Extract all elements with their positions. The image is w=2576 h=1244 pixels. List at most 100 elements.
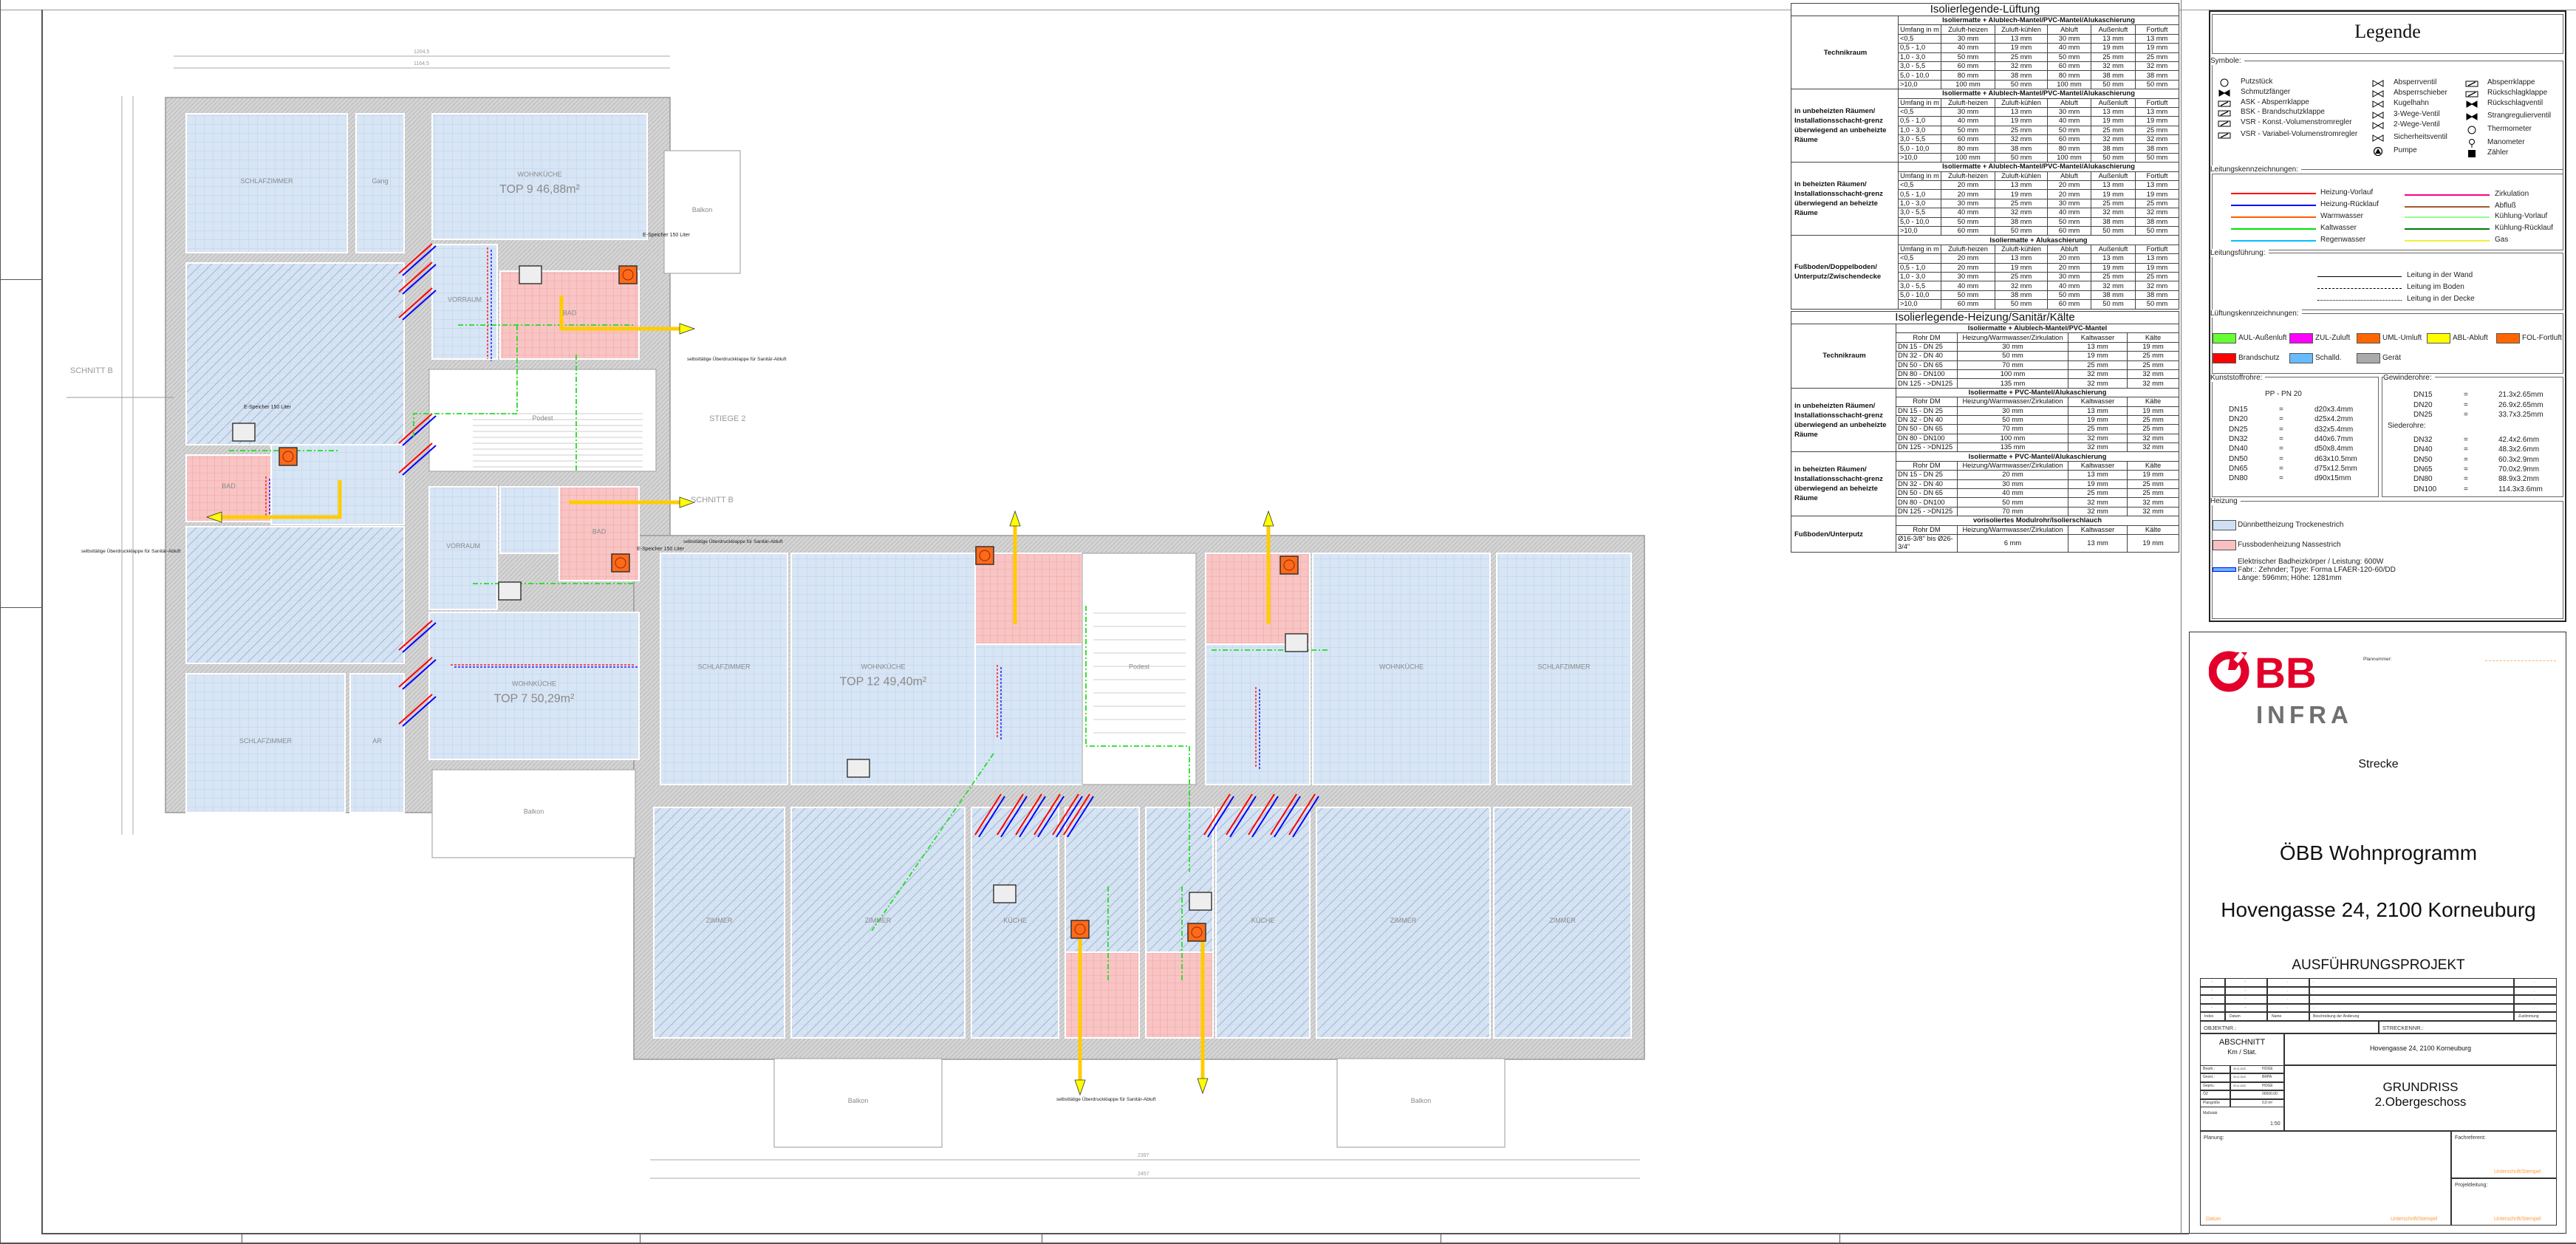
room [1312,553,1491,785]
room [431,113,648,240]
revision-cell [2514,978,2557,987]
table-cell: 5,0 - 10,0 [1898,143,1941,154]
room-label: WOHNKÜCHE [518,171,562,178]
table-cell: 80 mm [1941,70,1995,81]
table-cell: DN 80 - DN100 [1896,497,1958,507]
table-cell: Ø16-3/8" bis Ø26-3/4" [1896,533,1958,553]
table-cell: DN 15 - DN 25 [1896,406,1958,416]
revision-cell [2225,986,2267,996]
room-label: AR [372,737,382,745]
pipe-dimension-cell: d32x5.4mm [2314,425,2354,434]
revision-value: . [2534,1005,2535,1010]
sanitary-fixture-icon [993,884,1017,903]
revision-value: - [2211,980,2213,984]
pipe-dimension-cell: 114.3x3.6mm [2498,485,2543,493]
column-header: Außenluft [2091,244,2136,255]
plan-annotation: selbsttätige Überdruckklappe für Sanitär… [687,356,787,362]
plan-annotation: SCHNITT B [691,496,734,505]
e-speicher-boiler-icon [618,265,638,284]
ventilation-color-swatch [2289,353,2313,363]
table-cell: 100 mm [1957,369,2068,380]
column-header: Rohr DM [1896,397,1958,407]
ventilation-label: Brandschutz [2238,354,2280,362]
pipe-dimension-cell: DN50 [2413,455,2433,464]
column-header: Fortluft [2135,24,2179,35]
revision-cell [2267,986,2309,996]
table-cell: 32 mm [2068,433,2128,444]
revision-value: . [2313,980,2314,984]
table-cell: 32 mm [1995,208,2048,218]
room-label: TOP 9 46,88m² [499,183,580,196]
section-material: Isoliermatte + PVC-Mantel/Alukaschierung [1895,387,2180,398]
table-cell: 32 mm [2126,433,2180,444]
table-cell: 25 mm [1995,125,2048,136]
table-cell: >10,0 [1898,299,1941,310]
sanitary-fixture-icon [1285,633,1308,652]
pipe-dimension-cell: = [2279,415,2283,424]
strecken-nr-label: STRECKENNR.: [2382,1025,2424,1031]
plan-annotation: E-Speicher 150 Liter [643,233,690,238]
revision-value: . [2534,997,2535,1002]
room-label: BAD [222,482,236,490]
room-label: BAD [592,528,607,536]
exhaust-arrow-icon [1074,1079,1086,1096]
symbols-section [2212,61,2563,174]
table-cell: 20 mm [2047,253,2091,264]
threaded-pipes-caption: Gewinderohre: [2383,374,2435,382]
pipe-dimension-cell: DN32 [2229,434,2248,443]
table-cell: 32 mm [2068,506,2128,517]
pipe-dimension-cell: d25x4.2mm [2314,415,2354,424]
table-cell: 25 mm [2091,271,2136,282]
info-value: HOGE [2262,1083,2273,1088]
table-cell: 70 mm [1957,424,2068,434]
pipe-heating-supply [1052,793,1079,835]
table-cell: 25 mm [2126,479,2180,490]
gate-valve-icon [2372,90,2384,98]
section-area-label: in unbeheizten Räumen/ Installationsscha… [1791,89,1899,163]
address-small: Hovengasse 24, 2100 Korneuburg [2369,1045,2472,1052]
3way-valve-icon [2372,112,2384,119]
line-color-swatch [2231,193,2316,194]
table-cell: 25 mm [2135,198,2179,209]
table-cell: 19 mm [2126,406,2180,416]
pipe-heating-supply [1203,793,1231,835]
symbol-label: Rückschlagklappe [2487,89,2548,97]
table-cell: 50 mm [1995,225,2048,236]
revision-cell [2267,978,2309,987]
project-name: ÖBB Wohnprogramm [2279,841,2478,864]
column-header: Heizung/Warmwasser/Zirkulation [1957,524,2068,536]
line-color-swatch [2405,240,2490,242]
revision-header: Datum [2230,1014,2241,1019]
table-cell: 50 mm [1995,79,2048,90]
radiator-swatch [2213,567,2236,572]
ventilation-color-swatch [2496,333,2520,344]
table-cell: 20 mm [1957,470,2068,480]
lines-section [2212,169,2563,250]
pipe-dimension-cell: = [2279,425,2283,434]
line-color-swatch [2231,205,2316,206]
symbol-label: ASK - Absperrklappe [2241,98,2309,106]
table-cell: 50 mm [2091,299,2136,310]
pipe-cold-water [413,325,518,440]
section-material: Isoliermatte + Alublech-Mantel/PVC-Mante… [1898,89,2179,99]
check-flap-icon [2465,91,2478,98]
room [790,553,976,785]
heating-label: Fussbodenheizung Nassestrich [2238,541,2341,549]
frame-bottom-inner [41,1233,2189,1234]
plan-annotation: E-Speicher 150 Liter [637,547,684,552]
table-cell: <0,5 [1898,106,1941,117]
symbol-label: Pumpe [2394,146,2417,154]
symbol-label: Thermometer [2487,125,2532,133]
plan-annotation: 2457 [1138,1172,1149,1177]
info-value: HOGE [2262,1067,2273,1071]
table-cell: 5,0 - 10,0 [1898,70,1941,81]
table-cell: 1,0 - 3,0 [1898,52,1941,62]
info-cell [2230,1090,2284,1099]
pipe-heating-return [1292,796,1319,838]
table-cell: DN 80 - DN100 [1896,369,1958,380]
